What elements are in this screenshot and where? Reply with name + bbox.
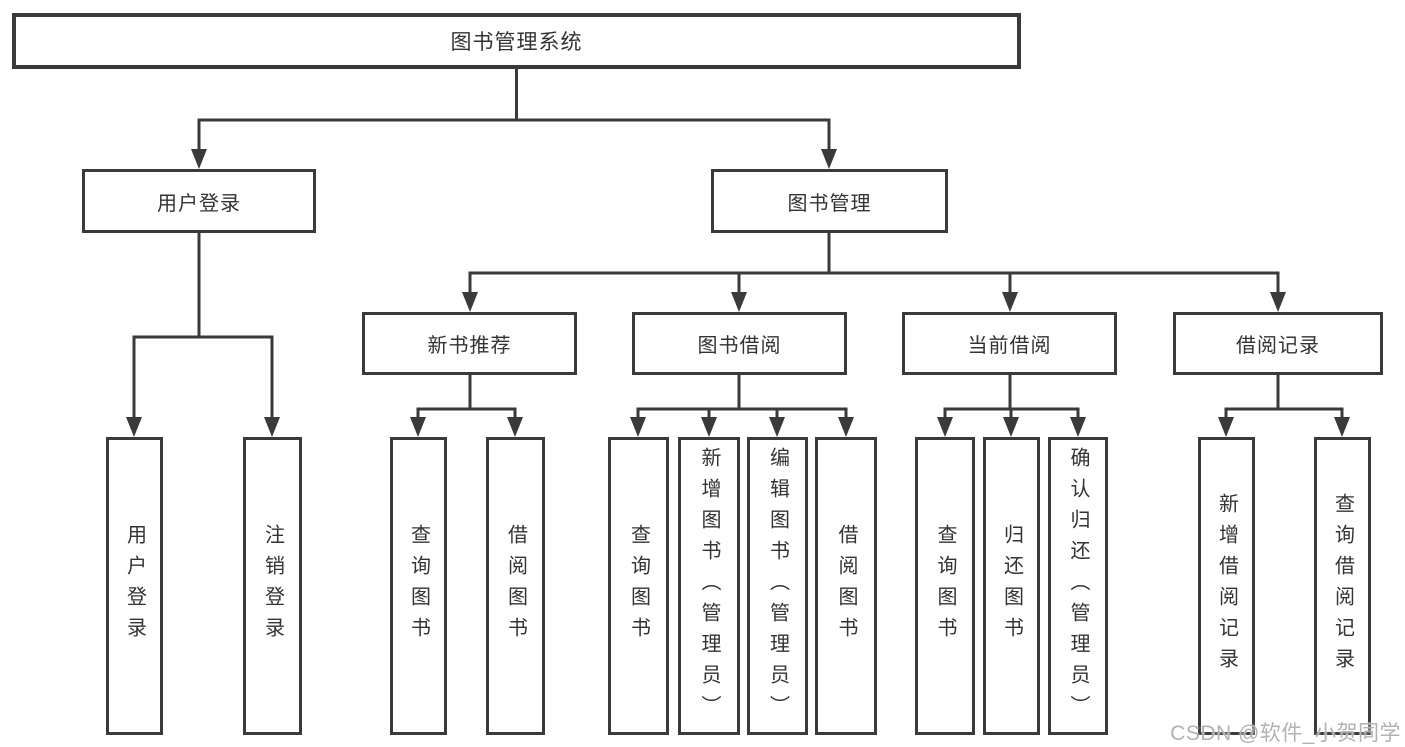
- node-new-book-recommend: 新书推荐: [362, 312, 577, 375]
- node-label: 新书推荐: [427, 335, 512, 357]
- arrowheads: [126, 149, 1350, 437]
- node-label: 图书管理: [787, 192, 872, 215]
- node-label: 查询借阅记录: [1331, 493, 1354, 679]
- edge-current-borrow-to-leaves: [943, 373, 1080, 423]
- node-label: 编辑图书（管理员）: [766, 446, 789, 726]
- edge-book-borrow-to-leaves: [636, 373, 848, 423]
- node-label: 查询图书: [934, 524, 956, 648]
- leaf-nbr-query-book: 查询图书: [390, 437, 447, 735]
- node-label: 借阅图书: [835, 524, 857, 648]
- leaf-bb-borrow-book: 借阅图书: [815, 437, 877, 735]
- node-label: 新增借阅记录: [1215, 493, 1238, 679]
- leaf-nbr-borrow-book: 借阅图书: [486, 437, 545, 735]
- edge-root-to-level2: [197, 66, 831, 155]
- leaf-br-add-record: 新增借阅记录: [1198, 437, 1255, 735]
- leaf-cb-query-book: 查询图书: [915, 437, 975, 735]
- node-label: 借阅图书: [504, 524, 527, 648]
- node-label: 新增图书（管理员）: [698, 446, 720, 726]
- edge-borrow-records-to-leaves: [1224, 373, 1344, 423]
- node-book-borrow: 图书借阅: [632, 312, 847, 375]
- node-label: 用户登录: [157, 192, 241, 215]
- node-label: 确认归还（管理员）: [1067, 446, 1089, 726]
- leaf-logout: 注销登录: [243, 437, 302, 735]
- node-borrow-records: 借阅记录: [1173, 312, 1383, 375]
- leaf-bb-query-book: 查询图书: [608, 437, 669, 735]
- leaf-cb-confirm-return-admin: 确认归还（管理员）: [1048, 437, 1108, 735]
- node-label: 图书借阅: [697, 335, 782, 357]
- node-label: 当前借阅: [967, 335, 1052, 357]
- node-label: 注销登录: [261, 524, 284, 648]
- leaf-bb-edit-book-admin: 编辑图书（管理员）: [747, 437, 808, 735]
- node-user-login: 用户登录: [82, 169, 316, 233]
- node-label: 用户登录: [123, 524, 146, 648]
- leaf-bb-add-book-admin: 新增图书（管理员）: [678, 437, 740, 735]
- leaf-br-query-record: 查询借阅记录: [1314, 437, 1371, 735]
- node-label: 借阅记录: [1236, 335, 1320, 357]
- node-label: 查询图书: [407, 524, 430, 648]
- leaf-user-login: 用户登录: [106, 437, 163, 735]
- node-root-library-management-system: 图书管理系统: [12, 13, 1021, 69]
- edge-new-book-recommend-to-leaves: [416, 373, 517, 423]
- csdn-watermark: CSDN @软件_小贺同学: [1170, 722, 1401, 745]
- node-label: 图书管理系统: [450, 31, 583, 54]
- node-book-management: 图书管理: [711, 169, 948, 233]
- leaf-cb-return-book: 归还图书: [983, 437, 1040, 735]
- edge-user-login-to-leaves: [132, 231, 274, 423]
- node-label: 查询图书: [627, 524, 650, 648]
- node-current-borrow: 当前借阅: [902, 312, 1117, 375]
- node-label: 归还图书: [1000, 524, 1023, 648]
- edge-book-management-to-level3: [468, 231, 1280, 298]
